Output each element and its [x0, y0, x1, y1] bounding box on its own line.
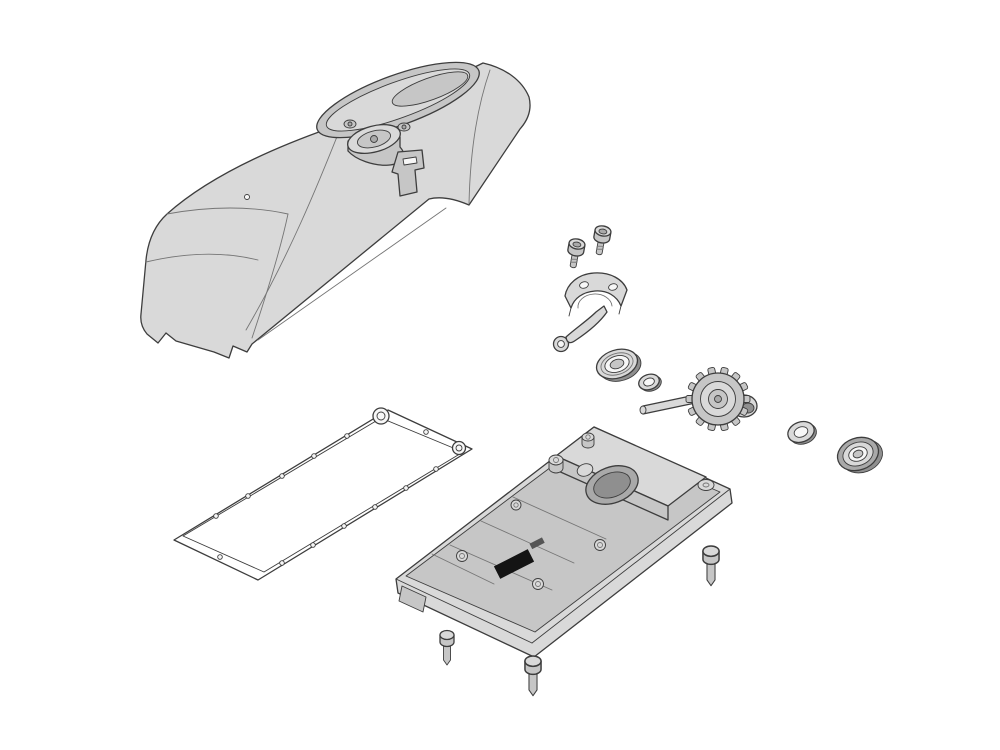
cover-top-recess — [316, 61, 480, 139]
screw — [590, 224, 613, 257]
gear-cradle — [555, 426, 707, 521]
screw-bosses — [456, 499, 606, 590]
pin — [524, 655, 542, 697]
cover-boss — [347, 123, 405, 166]
gasket-holes — [213, 429, 439, 566]
cover-boss-screw — [343, 119, 411, 132]
top-cover — [140, 61, 531, 359]
gasket-eyelet — [451, 440, 467, 456]
drive-gear — [685, 366, 758, 432]
screw — [564, 237, 587, 270]
gear-wheel — [685, 366, 751, 432]
base-housing — [395, 426, 733, 658]
front-bearing — [595, 348, 642, 382]
label-text-mark — [529, 537, 545, 550]
front-tab — [398, 585, 427, 613]
rear-bearing — [836, 436, 883, 474]
retaining-washer — [638, 373, 662, 392]
release-lever — [552, 305, 608, 353]
gasket-eyelet — [372, 407, 390, 425]
rim-posts — [548, 432, 715, 491]
cover-latch-bracket — [391, 149, 425, 197]
pin — [439, 629, 455, 666]
cover-screws — [564, 224, 613, 270]
seal-washer — [787, 420, 817, 445]
label-sticker — [493, 537, 545, 579]
gasket — [173, 407, 473, 581]
pin — [702, 545, 720, 587]
bearing-bracket — [564, 272, 628, 317]
cover-hole — [244, 194, 250, 200]
